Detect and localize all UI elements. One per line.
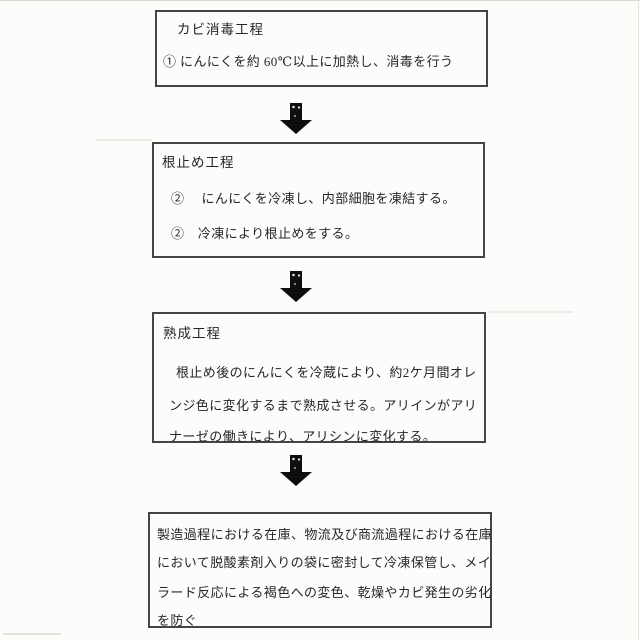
down-arrow-icon — [280, 271, 312, 302]
box-title: カビ消毒工程 — [177, 22, 264, 37]
scan-streak — [3, 633, 61, 635]
box-title: 根止め工程 — [162, 155, 235, 170]
box-title: 熟成工程 — [163, 326, 221, 341]
box-line: ② 冷凍により根止めをする。 — [171, 226, 359, 241]
down-arrow-icon — [280, 103, 312, 134]
down-arrow-icon — [280, 455, 312, 486]
box-line: ナーゼの働きにより、アリシンに変化する。 — [169, 429, 437, 444]
scan-streak — [96, 139, 152, 141]
scan-edge-line — [0, 0, 640, 1]
flow-box-storage: 製造過程における在庫、物流及び商流過程における在庫 において脱酸素剤入りの袋に密… — [148, 512, 492, 628]
box-line: ① にんにくを約 60℃以上に加熱し、消毒を行う — [163, 54, 454, 69]
box-line: を防ぐ — [157, 613, 198, 628]
box-line: において脱酸素剤入りの袋に密封して冷凍保管し、メイ — [157, 555, 492, 570]
box-line: 根止め後のにんにくを冷蔵により、約2ケ月間オレ — [176, 365, 477, 380]
box-line: ンジ色に変化するまで熟成させる。アリインがアリ — [169, 398, 478, 413]
box-line: ラード反応による褐色への変色、乾燥やカビ発生の劣化 — [157, 585, 492, 600]
scan-edge-line — [638, 0, 639, 640]
box-line: 製造過程における在庫、物流及び商流過程における在庫 — [157, 527, 493, 542]
scan-streak — [487, 311, 573, 313]
flow-box-aging: 熟成工程 根止め後のにんにくを冷蔵により、約2ケ月間オレ ンジ色に変化するまで熟… — [152, 312, 486, 444]
box-line: ② にんにくを冷凍し、内部細胞を凍結する。 — [171, 191, 456, 206]
flow-box-mold-disinfection: カビ消毒工程 ① にんにくを約 60℃以上に加熱し、消毒を行う — [155, 10, 488, 87]
flow-box-root-stopping: 根止め工程 ② にんにくを冷凍し、内部細胞を凍結する。 ② 冷凍により根止めをす… — [152, 142, 485, 258]
